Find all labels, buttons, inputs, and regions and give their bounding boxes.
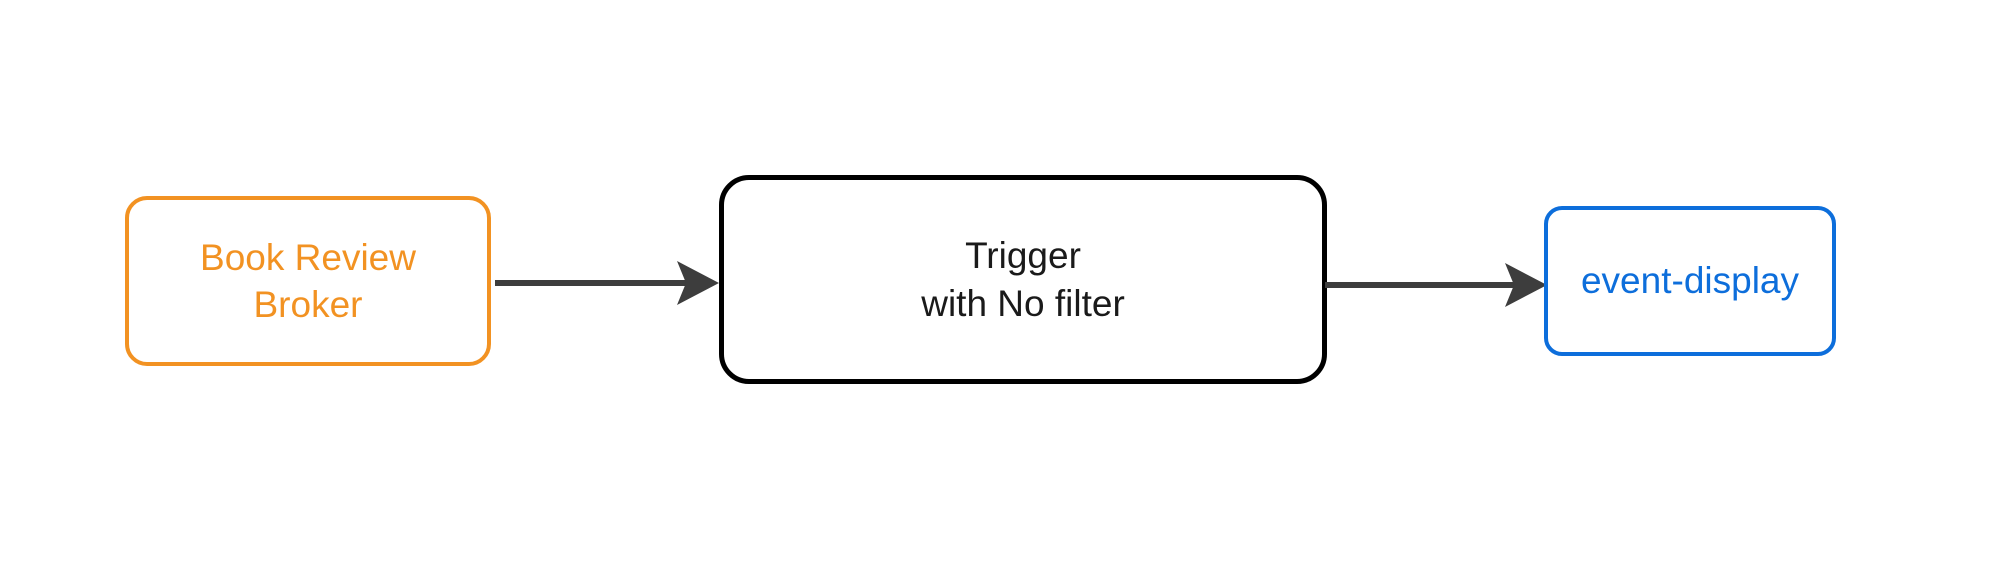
arrowhead-icon bbox=[1505, 263, 1547, 307]
diagram-node-broker[interactable]: Book Review Broker bbox=[125, 196, 491, 366]
node-broker-label: Book Review Broker bbox=[200, 236, 416, 325]
diagram-edge-trigger-to-sink bbox=[1325, 263, 1547, 307]
node-sink-label: event-display bbox=[1580, 260, 1799, 302]
diagram-edge-broker-to-trigger bbox=[495, 261, 719, 305]
diagram-node-trigger[interactable]: Trigger with No filter bbox=[719, 175, 1327, 384]
diagram-node-sink[interactable]: event-display bbox=[1544, 206, 1836, 356]
node-trigger-label: Trigger with No filter bbox=[921, 235, 1125, 324]
arrowhead-icon bbox=[677, 261, 719, 305]
